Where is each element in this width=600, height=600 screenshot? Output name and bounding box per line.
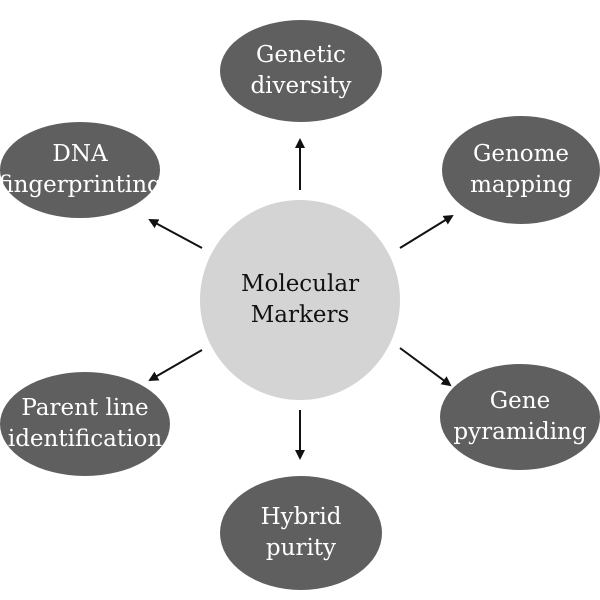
node-parent-line-identification: Parent line identification	[0, 372, 170, 476]
arrow-to-gene-pyramiding	[399, 347, 452, 387]
node-gene-pyramiding-line-1: Gene	[489, 388, 551, 414]
node-hybrid-purity: Hybrid purity	[220, 476, 382, 590]
node-dna-fingerprinting-line-1: DNA	[52, 141, 108, 167]
node-hybrid-purity-line-2: purity	[265, 535, 337, 561]
node-gene-pyramiding-line-2: pyramiding	[453, 419, 587, 445]
node-dna-fingerprinting-line-2: fingerprinting	[0, 172, 162, 198]
node-genome-mapping-line-2: mapping	[470, 172, 572, 198]
node-genome-mapping-line-1: Genome	[472, 141, 570, 167]
node-hybrid-purity-line-1: Hybrid	[260, 504, 342, 530]
center-node-line-1: Molecular	[240, 271, 360, 297]
arrow-to-dna-fingerprinting	[148, 219, 203, 249]
node-gene-pyramiding: Gene pyramiding	[440, 364, 600, 470]
arrow-to-genome-mapping	[399, 214, 454, 249]
node-genome-mapping: Genome mapping	[442, 116, 600, 224]
center-node-molecular-markers: Molecular Markers	[200, 200, 400, 400]
node-parent-line-identification-line-2: identification	[7, 426, 163, 452]
center-node-line-2: Markers	[250, 302, 350, 328]
node-dna-fingerprinting: DNA fingerprinting	[0, 122, 162, 218]
node-genetic-diversity-line-1: Genetic	[256, 42, 346, 68]
node-parent-line-identification-line-1: Parent line	[21, 395, 149, 421]
node-genetic-diversity: Genetic diversity	[220, 20, 382, 122]
node-genetic-diversity-line-2: diversity	[250, 73, 352, 99]
arrow-to-parent-line-identification	[148, 349, 203, 381]
